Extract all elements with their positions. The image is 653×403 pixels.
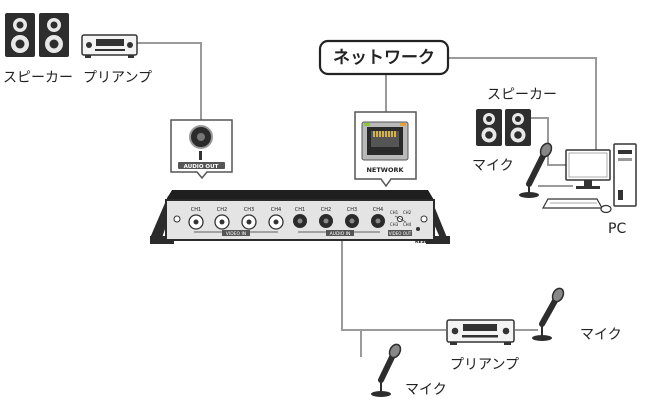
audio-jack-icon bbox=[371, 214, 385, 228]
label-preamp-left: プリアンプ bbox=[83, 70, 152, 86]
video-ch-label: CH2 bbox=[217, 207, 227, 213]
label-reset: RESET bbox=[415, 239, 432, 245]
microphone-icon bbox=[371, 343, 402, 397]
label-audio-in: AUDIO IN bbox=[330, 231, 351, 237]
cable-audio-in-to-mic bbox=[342, 329, 362, 357]
preamp-icon bbox=[446, 319, 515, 345]
label-video-out: VIDEO OUT bbox=[389, 231, 412, 236]
video-in-section: CH1 CH2 CH3 CH4 VIDEO IN bbox=[188, 207, 284, 237]
audio-ch-label: CH3 bbox=[347, 207, 357, 213]
encoder-device: CH1 CH2 CH3 CH4 VIDEO IN CH1 CH2 CH3 CH4… bbox=[150, 190, 450, 245]
label-preamp-bottom: プリアンプ bbox=[450, 357, 519, 373]
cable-network-to-pc bbox=[447, 57, 597, 152]
label-pc: PC bbox=[608, 221, 626, 237]
label-speaker-right: スピーカー bbox=[487, 87, 557, 103]
pc-icon bbox=[541, 143, 637, 214]
microphone-icon bbox=[532, 287, 565, 341]
network-box: ネットワーク bbox=[318, 39, 450, 76]
bnc-connector-icon bbox=[188, 214, 204, 230]
audio-jack-icon bbox=[345, 214, 359, 228]
label-video-in: VIDEO IN bbox=[226, 231, 246, 237]
label-network-port: NETWORK bbox=[366, 166, 404, 174]
audio-jack-icon bbox=[319, 214, 333, 228]
speaker-right-group bbox=[476, 109, 531, 146]
reset-button-icon bbox=[416, 227, 420, 231]
bnc-connector-icon bbox=[241, 214, 257, 230]
video-ch-label: CH4 bbox=[271, 207, 281, 213]
preamp-icon bbox=[81, 34, 138, 58]
cable-preamp-to-audio-out bbox=[136, 42, 202, 128]
video-ch-label: CH3 bbox=[244, 207, 254, 213]
out-ch-label: CH2 bbox=[403, 210, 412, 215]
out-ch-label: CH1 bbox=[390, 210, 399, 215]
label-mic-pc: マイク bbox=[472, 158, 514, 174]
screw-icon bbox=[420, 215, 428, 223]
audio-jack-icon bbox=[293, 214, 307, 228]
network-callout: NETWORK bbox=[354, 111, 417, 188]
screw-icon bbox=[173, 215, 181, 223]
speaker-icon bbox=[505, 109, 531, 146]
audio-ch-label: CH1 bbox=[295, 207, 305, 213]
audio-ch-label: CH4 bbox=[373, 207, 383, 213]
audio-ch-label: CH2 bbox=[321, 207, 331, 213]
label-mic-right: マイク bbox=[580, 327, 622, 343]
label-audio-out: AUDIO OUT bbox=[184, 164, 219, 170]
cable-audio-in-to-preamp bbox=[341, 240, 446, 331]
speaker-icon bbox=[5, 13, 35, 57]
cables bbox=[136, 42, 597, 357]
video-ch-label: CH1 bbox=[191, 207, 201, 213]
speaker-icon bbox=[476, 109, 502, 146]
audio-in-section: CH1 CH2 CH3 CH4 AUDIO IN bbox=[293, 207, 385, 237]
speaker-left-group bbox=[5, 13, 69, 57]
label-network: ネットワーク bbox=[333, 48, 435, 68]
video-out-section: CH1 CH2 CH3 CH4 VIDEO OUT RESET bbox=[388, 210, 432, 245]
microphone-icon bbox=[519, 142, 553, 198]
bnc-connector-icon bbox=[268, 214, 284, 230]
label-speaker-left: スピーカー bbox=[3, 70, 73, 86]
speaker-icon bbox=[39, 13, 69, 57]
bnc-connector-icon bbox=[214, 214, 230, 230]
out-ch-label: CH3 bbox=[390, 222, 399, 227]
label-mic-bottom: マイク bbox=[405, 382, 447, 398]
audio-out-callout: AUDIO OUT bbox=[170, 119, 233, 180]
cable-speaker-to-pc bbox=[530, 117, 573, 166]
out-ch-label: CH4 bbox=[403, 222, 412, 227]
